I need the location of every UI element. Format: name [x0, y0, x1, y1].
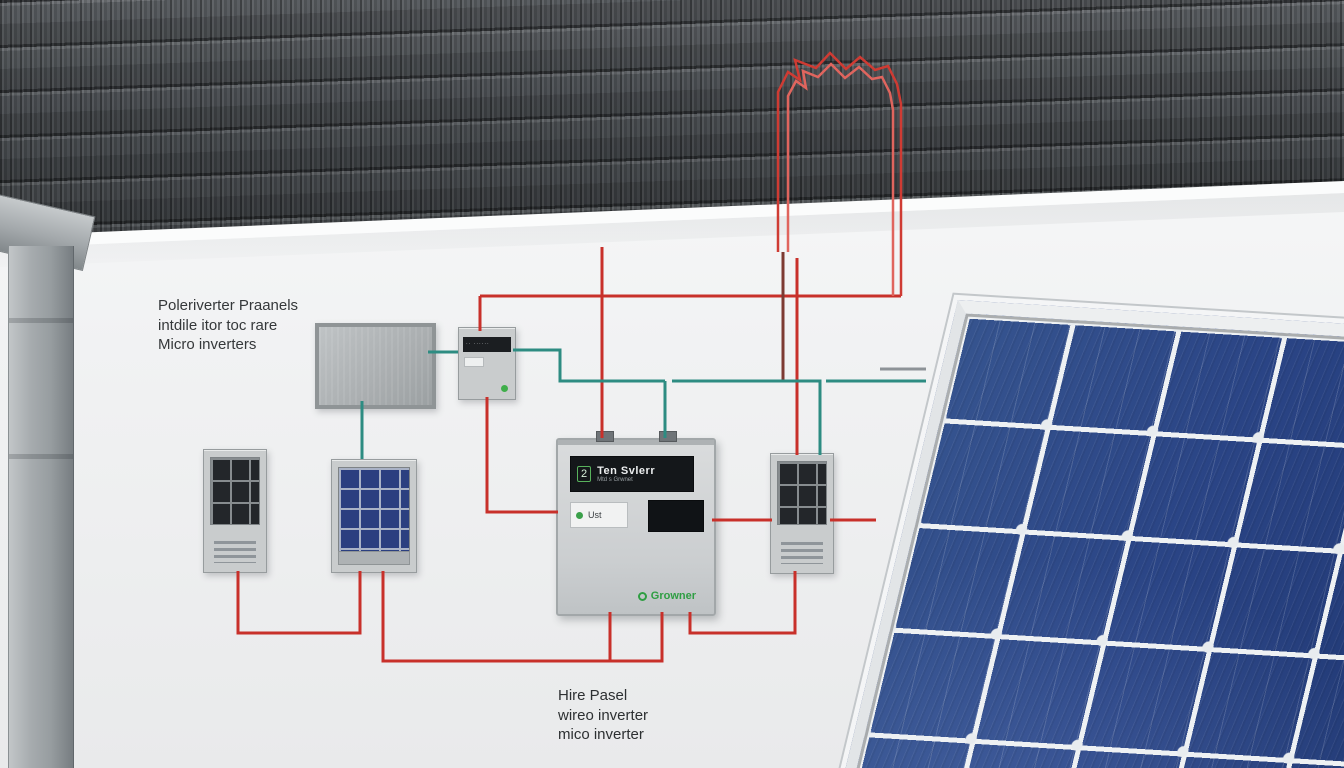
inverter-brand: Growner	[637, 590, 696, 602]
mounting-plate	[315, 323, 436, 409]
inverter-top-strip	[558, 440, 714, 445]
pv-cells-dark	[777, 461, 827, 525]
pv-cells-blue	[338, 467, 410, 553]
micro-inverter-display: ·· ······	[463, 337, 511, 352]
brand-logo-icon	[637, 591, 647, 601]
ac-terminal	[659, 431, 677, 442]
micro-inverter-unit: ·· ······	[458, 327, 516, 400]
display-subtitle: Mtd s Grwnet	[597, 476, 633, 483]
side-label-text: Ust	[588, 510, 602, 520]
inverter-side-label: Ust	[570, 502, 628, 528]
module-base	[338, 551, 410, 565]
wall-module-a	[203, 449, 267, 573]
annotation-line: Micro inverters	[158, 336, 257, 353]
downspout-seam	[9, 318, 73, 323]
vent-slots	[781, 542, 823, 564]
pv-cells-dark	[210, 457, 260, 525]
dc-terminal	[596, 431, 614, 442]
display-title: Ten Svlerr	[597, 464, 656, 477]
annotation-line: intdile itor toc rare	[158, 316, 278, 334]
annotation-line: Poleriverter Praanels	[158, 297, 299, 314]
downspout-seam	[9, 454, 73, 459]
annotation-line: mico inverter	[558, 726, 644, 743]
micro-inverter-label	[464, 357, 484, 367]
inverter-display: 2 Ten Svlerr Mtd s Grwnet	[570, 456, 694, 492]
vent-slots	[214, 541, 256, 563]
status-led	[501, 385, 508, 392]
green-led-icon	[576, 511, 583, 519]
annotation-line: wireo inverter	[558, 706, 649, 724]
left-annotation: Poleriverter Praanels intdile itor toc r…	[158, 296, 298, 355]
display-badge: 2	[577, 466, 592, 482]
inverter-secondary-display	[648, 500, 704, 532]
wall-module-c	[770, 453, 834, 574]
bottom-annotation: Hire Pasel wireo inverter mico inverter	[558, 686, 648, 745]
solar-panel	[803, 300, 1344, 768]
brand-name: Growner	[650, 590, 696, 602]
downspout-pipe	[8, 246, 74, 768]
main-inverter: 2 Ten Svlerr Mtd s Grwnet Ust Growner	[556, 431, 716, 616]
annotation-line: Hire Pasel	[558, 687, 628, 704]
wall-module-b	[331, 459, 417, 573]
